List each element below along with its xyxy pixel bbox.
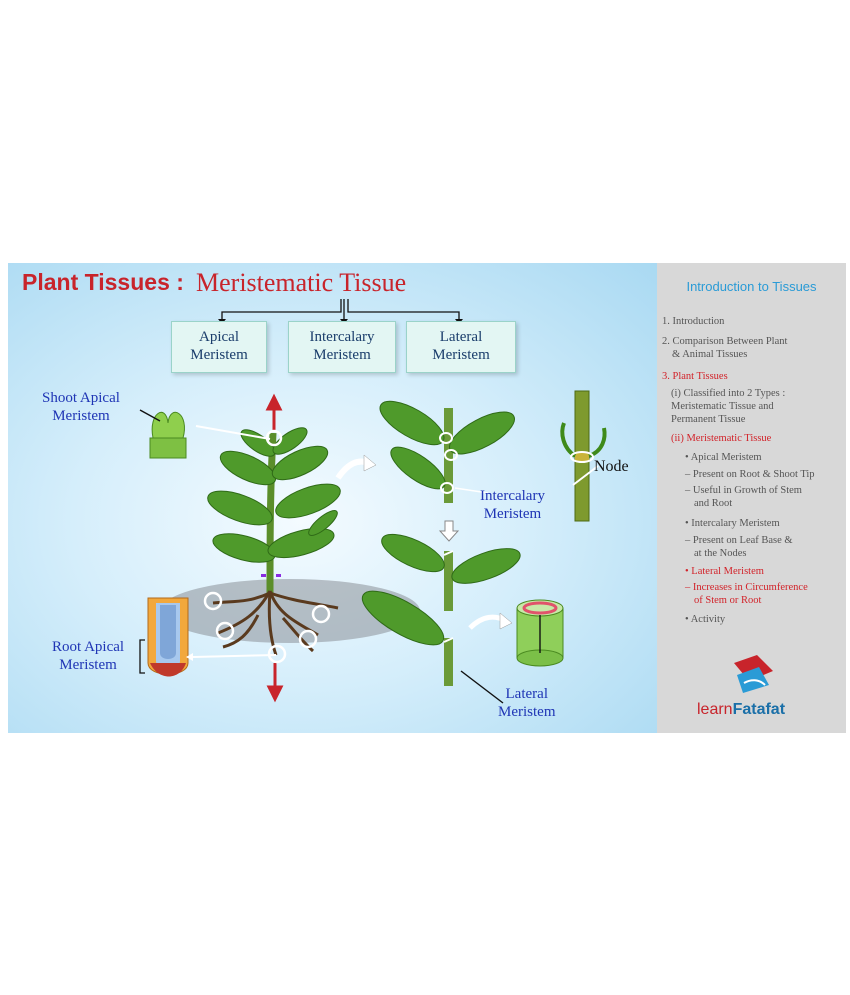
box-line: Meristem	[313, 347, 371, 363]
connector-lines	[221, 299, 460, 321]
sidebar-item: – Increases in Circumference of Stem or …	[685, 581, 808, 607]
diagram-panel: Plant Tissues : Meristematic Tissue Apic…	[8, 263, 657, 733]
label-line: Lateral	[505, 686, 548, 702]
lateral-meristem-label: Lateral Meristem	[498, 685, 556, 721]
title-meristematic-tissue: Meristematic Tissue	[196, 268, 407, 297]
intercalary-branch	[379, 400, 515, 503]
sidebar-title: Introduction to Tissues	[686, 279, 817, 294]
sidebar-item: • Apical Meristem	[685, 452, 762, 463]
sidebar-line: – Increases in Circumference	[685, 582, 808, 593]
label-line: Meristem	[483, 506, 542, 522]
label-line: Shoot Apical	[42, 390, 120, 406]
title-plant-tissues: Plant Tissues :	[22, 269, 184, 295]
sidebar-line: at the Nodes	[694, 548, 747, 559]
root-apical-meristem-label: Root Apical Meristem	[52, 638, 124, 674]
label-line: Meristem	[498, 704, 556, 720]
sidebar-item: 1. Introduction	[662, 316, 725, 327]
sidebar-item: (i) Classified into 2 Types : Meristemat…	[671, 387, 785, 426]
sidebar-line: (i) Classified into 2 Types :	[671, 388, 786, 399]
label-line: Intercalary	[480, 488, 545, 504]
shoot-apex-icon	[149, 411, 187, 459]
sidebar-item: (ii) Meristematic Tissue	[671, 433, 772, 444]
learnfatafat-logo-icon	[734, 655, 773, 693]
intercalary-meristem-box: Intercalary Meristem	[288, 321, 396, 373]
lateral-branch	[361, 590, 504, 704]
node-stem-icon	[560, 390, 607, 522]
box-line: Intercalary	[309, 329, 375, 345]
sidebar-line: Permanent Tissue	[671, 414, 746, 425]
label-line: Meristem	[59, 657, 117, 673]
sidebar-line: – Present on Leaf Base &	[685, 535, 793, 546]
sidebar-line: of Stem or Root	[694, 595, 762, 606]
sidebar-item: • Intercalary Meristem	[685, 518, 780, 529]
node-label: Node	[594, 458, 629, 475]
sidebar-line: 2. Comparison Between Plant	[662, 336, 788, 347]
sidebar-item: • Activity	[685, 614, 726, 625]
sidebar-item: • Lateral Meristem	[685, 566, 764, 577]
sidebar-item: – Useful in Growth of Stem and Root	[685, 484, 802, 510]
shoot-apical-meristem-label: Shoot Apical Meristem	[42, 389, 120, 425]
main-plant	[207, 427, 341, 656]
lateral-meristem-box: Lateral Meristem	[406, 321, 516, 373]
root-tip-icon	[147, 597, 189, 677]
sidebar-item: 3. Plant Tissues	[662, 371, 728, 382]
label-line: Meristem	[52, 408, 110, 424]
middle-branch	[381, 533, 521, 611]
sidebar-item: – Present on Leaf Base & at the Nodes	[685, 534, 793, 560]
box-line: Meristem	[432, 347, 490, 363]
soil-patch	[160, 579, 420, 643]
sidebar-line: & Animal Tissues	[672, 349, 748, 360]
sidebar-line: Meristematic Tissue and	[671, 401, 774, 412]
logo-part-fatafat: Fatafat	[732, 701, 786, 718]
box-line: Apical	[199, 329, 239, 345]
logo-part-learn: learn	[697, 701, 733, 718]
sidebar-item: 2. Comparison Between Plant & Animal Tis…	[662, 335, 787, 361]
slide: Plant Tissues : Meristematic Tissue Apic…	[8, 263, 846, 733]
sidebar-line: and Root	[694, 498, 733, 509]
sidebar: Introduction to Tissues 1. Introduction …	[657, 263, 846, 733]
label-line: Root Apical	[52, 639, 125, 655]
sidebar-line: – Useful in Growth of Stem	[685, 485, 802, 496]
apical-meristem-box: Apical Meristem	[171, 321, 267, 373]
box-line: Lateral	[439, 329, 483, 345]
learnfatafat-logo-text: learnFatafat	[697, 701, 785, 719]
stem-cylinder-icon	[516, 599, 564, 667]
highlight-circles	[203, 429, 331, 664]
sidebar-item: – Present on Root & Shoot Tip	[685, 469, 815, 480]
diagram-artwork	[139, 299, 607, 704]
box-line: Meristem	[190, 347, 248, 363]
intercalary-meristem-label: Intercalary Meristem	[480, 487, 545, 523]
